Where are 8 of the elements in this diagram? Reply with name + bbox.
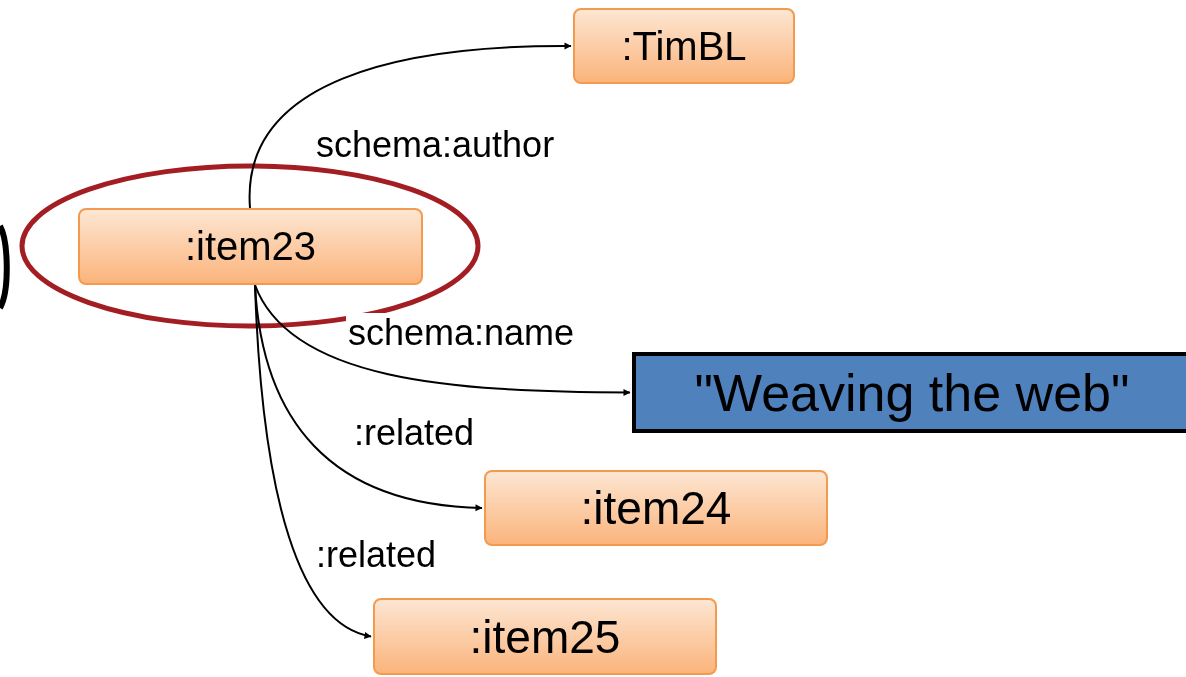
resource-box: :item23 <box>78 208 423 285</box>
arrow <box>254 284 374 640</box>
resource-box: :item24 <box>484 470 828 546</box>
arrow <box>249 43 574 209</box>
literal-box: "Weaving the web" <box>632 352 1186 433</box>
resource-box: :TimBL <box>573 8 795 84</box>
resource-box: :item25 <box>373 598 717 675</box>
arrow <box>254 284 633 397</box>
